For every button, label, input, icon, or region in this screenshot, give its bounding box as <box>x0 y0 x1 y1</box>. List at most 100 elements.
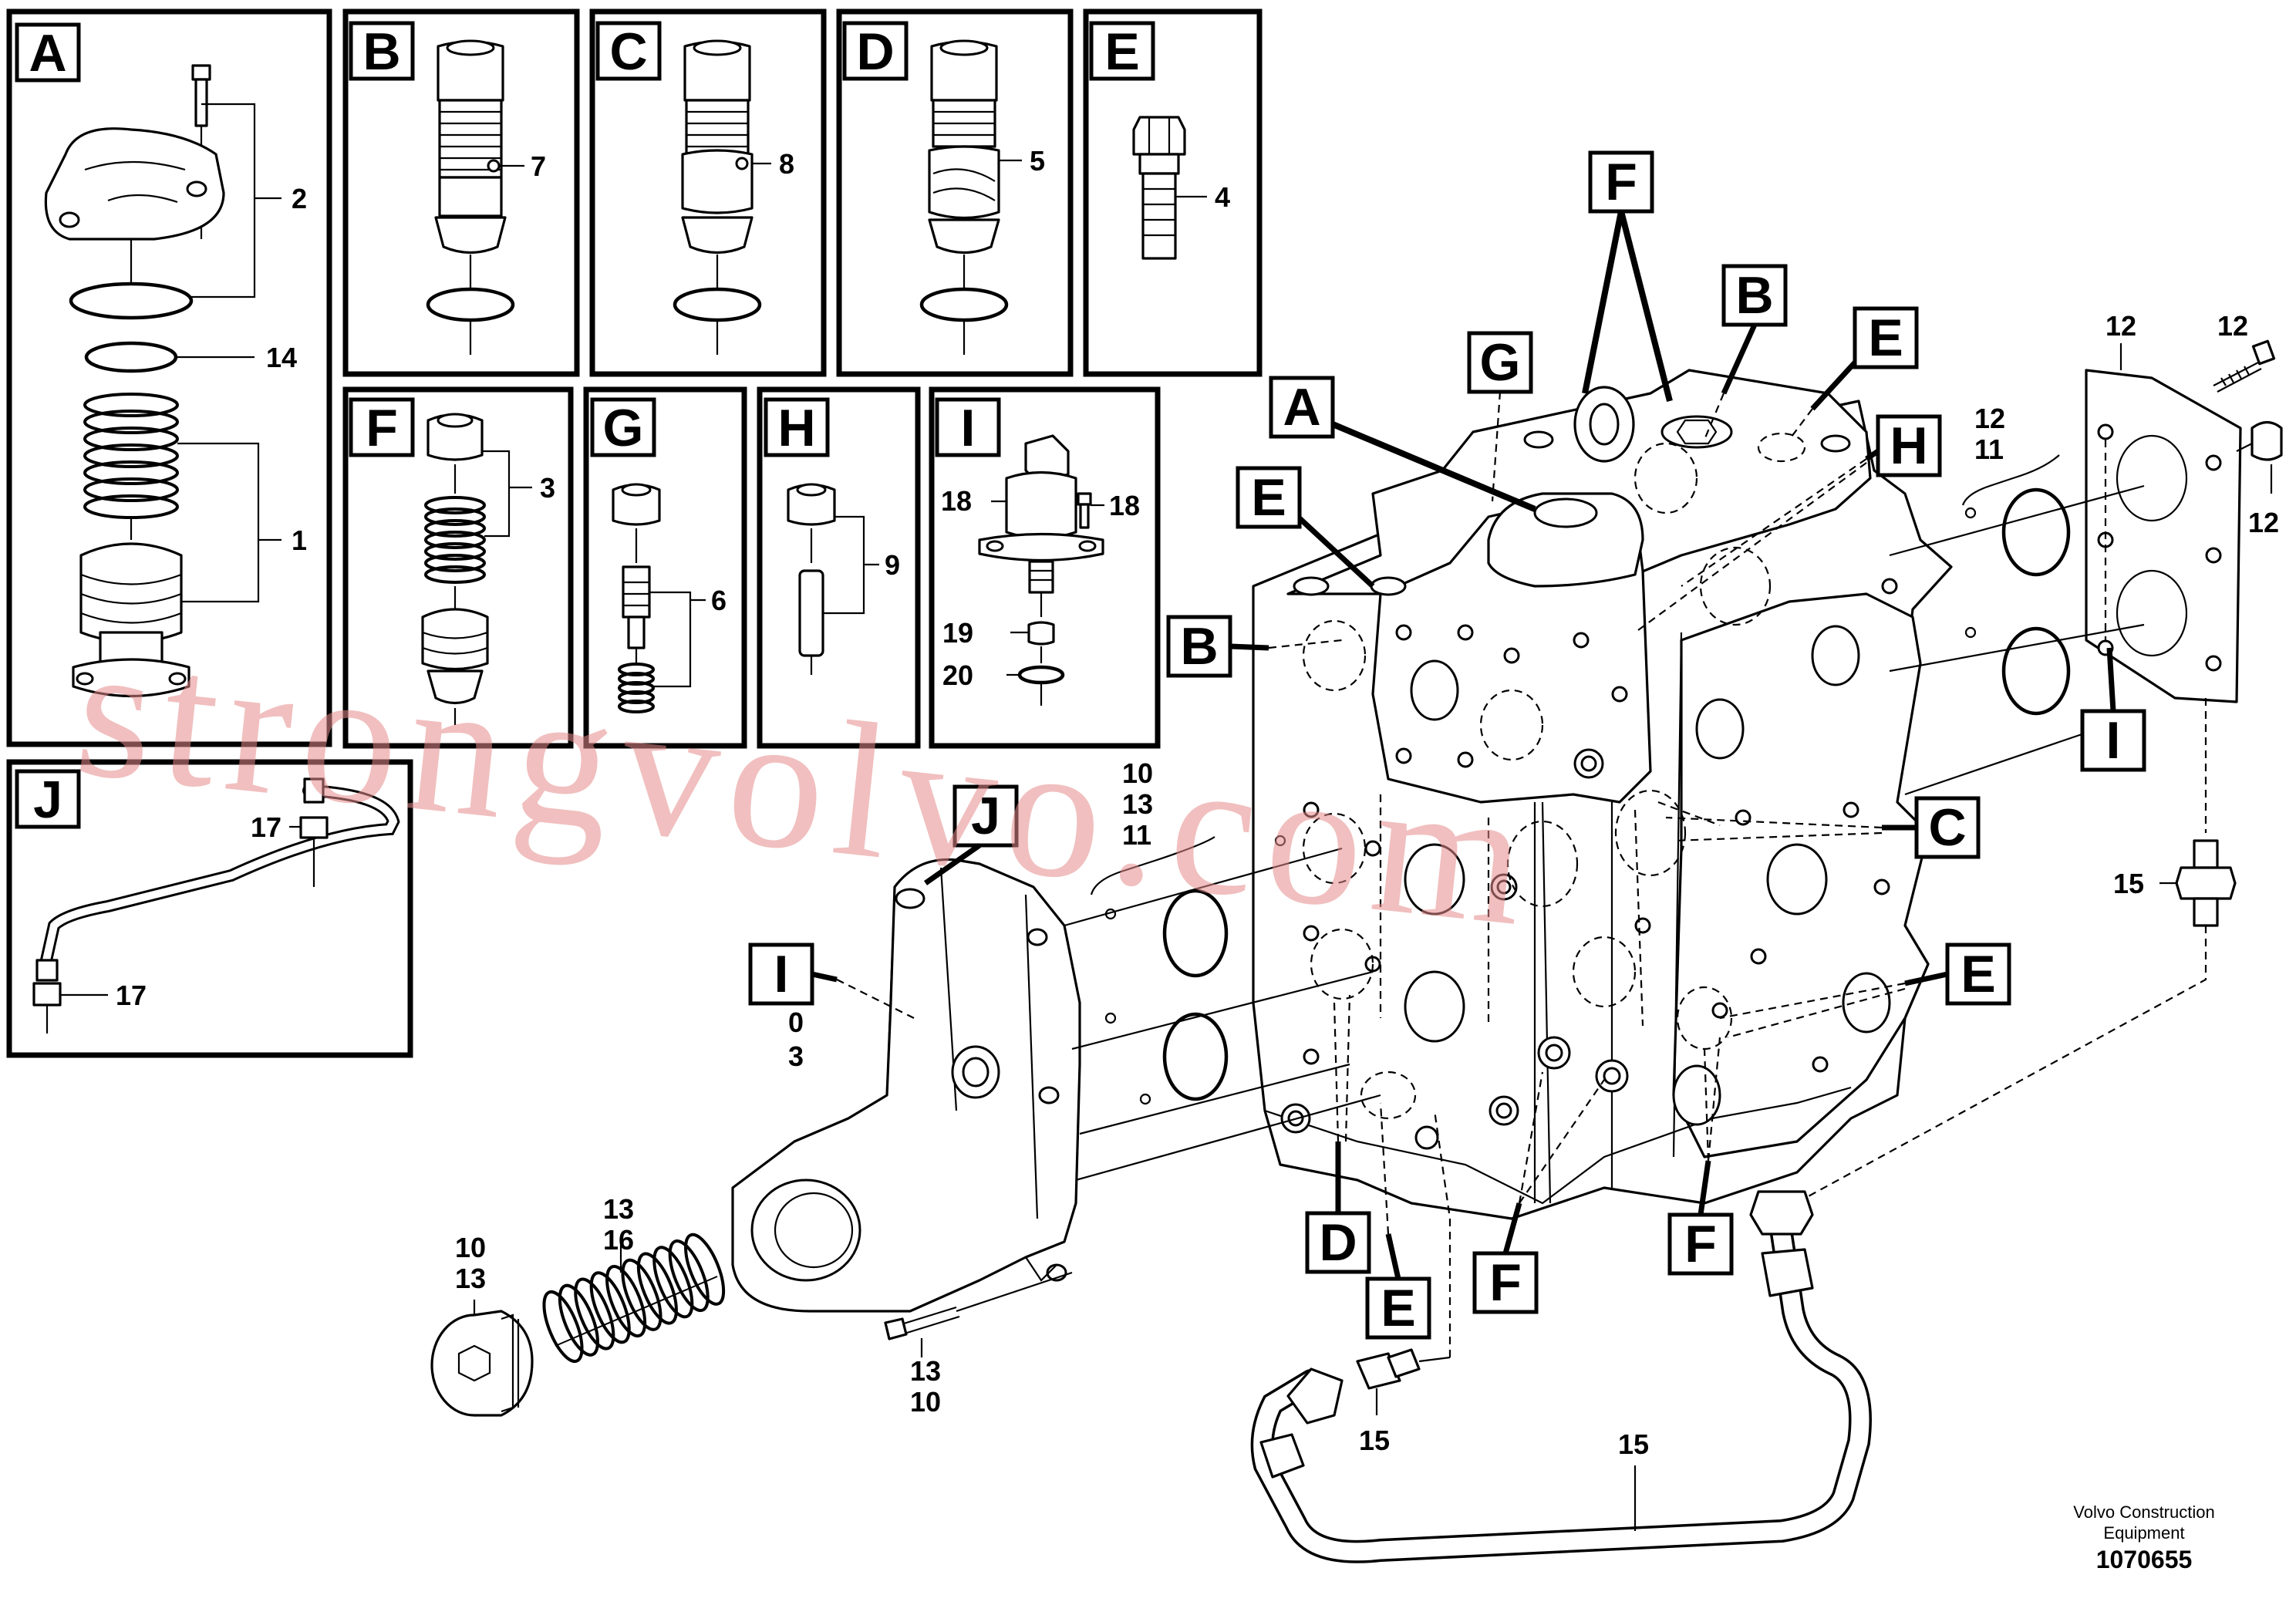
cover-bolt-head <box>191 64 211 81</box>
part-number-13-bottom: 13 <box>910 1355 941 1387</box>
callout-f-top: F <box>1605 153 1637 211</box>
panel-f: F 3 <box>342 386 574 749</box>
plug-e-body <box>1141 172 1177 260</box>
spring-3 <box>424 496 486 584</box>
panel-c-label: C <box>609 22 647 81</box>
gasket-11-upper <box>2001 487 2071 577</box>
callout-d: D <box>1319 1213 1357 1272</box>
gasket-11-front-upper <box>1162 889 1229 978</box>
part-number-4: 4 <box>1215 181 1230 213</box>
credit-block: Volvo Construction Equipment 1070655 <box>2073 1502 2214 1573</box>
document-number: 1070655 <box>2096 1546 2193 1573</box>
panel-i: I 18 18 19 20 <box>929 386 1161 749</box>
part-number-13-plug: 13 <box>455 1263 486 1294</box>
piston-base <box>72 658 190 698</box>
part-number-13-partial: 3 <box>788 1040 804 1072</box>
part-number-16-spring: 16 <box>603 1224 634 1256</box>
part-number-15-right: 15 <box>2113 868 2144 899</box>
part-number-18-left: 18 <box>941 485 972 517</box>
part-number-15-fitting: 15 <box>1359 1425 1390 1456</box>
part-number-17-top: 17 <box>251 811 282 843</box>
bracket-brace-right <box>1961 454 2060 506</box>
callout-f-middle: F <box>1489 1253 1522 1312</box>
part-number-5: 5 <box>1030 145 1045 177</box>
bracket-brace-front <box>1090 836 1215 895</box>
part-number-10-partial: 0 <box>788 1007 804 1038</box>
panel-j: J 17 17 <box>6 759 413 1058</box>
plug-10: 10 13 <box>430 1232 534 1417</box>
panel-a: A 14 2 1 <box>6 8 332 747</box>
valve-g <box>622 565 651 619</box>
panel-b-label: B <box>362 22 400 81</box>
callout-c: C <box>1928 798 1966 857</box>
part-number-3: 3 <box>540 472 555 504</box>
callout-g: G <box>1480 333 1521 392</box>
part-number-18-right: 18 <box>1109 490 1140 521</box>
cartridge-b-bottom <box>434 216 507 255</box>
panel-h-label: H <box>777 399 815 457</box>
callout-b-top: B <box>1735 266 1773 325</box>
cap-12 <box>2250 420 2283 461</box>
part-number-11-front-bracket: 11 <box>1122 819 1151 851</box>
part-number-1: 1 <box>292 524 307 556</box>
panel-e: E 4 <box>1083 8 1263 377</box>
panel-a-label-box <box>15 22 81 83</box>
cartridge-d-sleeve <box>928 145 1000 220</box>
o-ring-large <box>69 282 194 320</box>
callout-e-top: E <box>1868 309 1903 367</box>
part-number-6: 6 <box>711 585 727 616</box>
panel-b: B 7 <box>342 8 580 377</box>
cover-bolt-shank <box>194 78 208 127</box>
front-cover: 10 13 11 0 3 13 10 <box>731 757 1381 1418</box>
end-plate: 12 12 12 12 11 15 <box>1781 310 2283 1212</box>
part-number-2: 2 <box>292 183 307 214</box>
fitting-j-top <box>303 777 325 804</box>
part-number-12-right: 12 <box>2248 507 2279 538</box>
cover-bore <box>750 1179 861 1282</box>
callout-f-right: F <box>1684 1215 1717 1273</box>
callout-a: A <box>1283 378 1320 437</box>
panel-a-label: A <box>29 24 66 83</box>
part-number-8: 8 <box>779 148 794 180</box>
credit-line-1: Volvo Construction <box>2073 1502 2214 1522</box>
part-number-14: 14 <box>266 342 297 373</box>
callout-i-left: I <box>774 945 789 1003</box>
part-number-15-pipe: 15 <box>1618 1428 1649 1460</box>
pipe-nut-top <box>1749 1190 1814 1236</box>
valve-cover <box>44 127 225 241</box>
callout-b-left: B <box>1180 617 1218 676</box>
bolt-holes <box>1303 578 1898 1073</box>
cartridge-c-sleeve <box>681 149 754 214</box>
panel-g-label: G <box>603 399 644 457</box>
panel-h: H 9 <box>757 386 921 749</box>
panel-i-label: I <box>961 399 976 457</box>
callout-j: J <box>971 787 1000 845</box>
part-number-10-bottom: 10 <box>910 1386 941 1418</box>
part-number-12-bracket: 12 <box>1974 403 2005 434</box>
part-number-9: 9 <box>885 549 900 581</box>
piston-f <box>421 608 489 671</box>
gasket-11-lower <box>2001 626 2071 716</box>
callout-e-right: E <box>1961 945 1995 1003</box>
part-number-13-spring: 13 <box>603 1193 634 1225</box>
callout-e-left: E <box>1251 468 1286 527</box>
panel-j-label: J <box>33 771 62 829</box>
gasket-11-front-lower <box>1162 1012 1229 1101</box>
callout-e-bottom: E <box>1381 1279 1415 1337</box>
panel-e-label: E <box>1104 22 1139 81</box>
spring-6 <box>618 663 655 713</box>
end-plate-body <box>2085 369 2242 703</box>
callout-f-top-box <box>1588 150 1654 214</box>
fitting-15-right <box>2175 866 2237 900</box>
panel-d: D 5 <box>836 8 1074 377</box>
part-number-20: 20 <box>942 659 973 691</box>
panel-f-label: F <box>366 399 398 457</box>
part-number-10-plug: 10 <box>455 1232 486 1263</box>
seal-19 <box>1027 621 1055 646</box>
part-number-12-top-left: 12 <box>2106 310 2136 342</box>
solenoid-connector <box>1024 434 1070 484</box>
plug-e-hex <box>1132 116 1186 156</box>
part-number-17-bottom: 17 <box>116 980 147 1011</box>
assembly-callouts: F G A E B B E H I <box>748 150 2146 1340</box>
